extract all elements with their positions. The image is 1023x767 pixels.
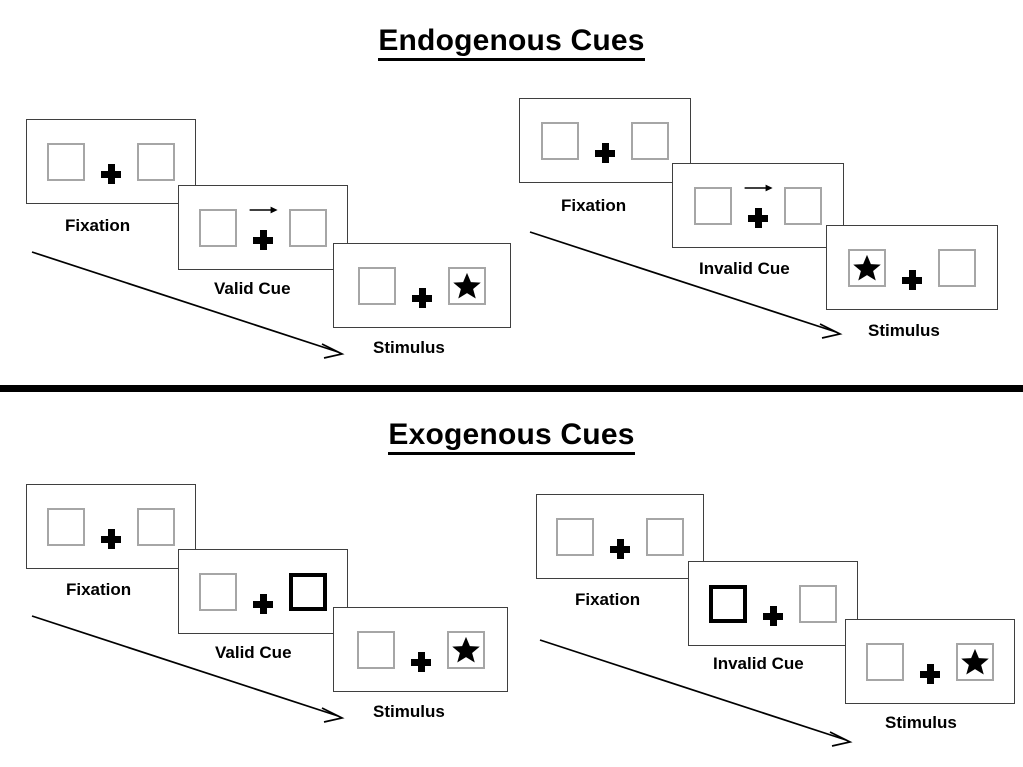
caption-endogenous-valid-stimulus: Stimulus	[373, 338, 445, 357]
caption-endogenous-invalid-cue: Invalid Cue	[699, 259, 790, 278]
left-box	[358, 266, 396, 305]
right-box	[448, 266, 486, 305]
star-icon	[453, 272, 481, 298]
right-arrow-icon	[249, 206, 278, 213]
plus-icon	[253, 593, 273, 614]
panel-exogenous-valid-stimulus	[333, 607, 508, 692]
star-icon	[853, 254, 881, 280]
left-box	[356, 630, 395, 669]
right-box	[446, 630, 485, 669]
cue-center	[249, 206, 278, 250]
left-box	[866, 642, 904, 681]
caption-exogenous-valid-cue: Valid Cue	[215, 643, 292, 662]
plus-icon	[101, 163, 121, 184]
fixation-center	[101, 505, 121, 549]
right-box	[137, 507, 175, 546]
caption-exogenous-invalid-stimulus: Stimulus	[885, 713, 957, 732]
plus-icon	[253, 229, 273, 250]
time-arrow-icon	[31, 615, 345, 723]
time-arrow-icon	[529, 231, 843, 339]
caption-endogenous-valid-fixation: Fixation	[65, 216, 131, 235]
plus-icon	[412, 287, 432, 308]
section-title-exogenous: Exogenous Cues	[0, 418, 1023, 455]
plus-icon	[595, 142, 615, 163]
fixation-center	[595, 119, 615, 163]
right-box-cued	[289, 572, 327, 611]
fixation-center	[412, 264, 432, 308]
right-box	[289, 208, 327, 247]
time-arrow-icon	[31, 251, 345, 359]
left-box	[694, 186, 732, 225]
plus-icon	[101, 528, 121, 549]
section-title-endogenous-text: Endogenous Cues	[378, 24, 645, 61]
plus-icon	[748, 207, 768, 228]
right-box	[784, 186, 822, 225]
left-box	[541, 121, 579, 160]
time-arrow-icon	[539, 639, 853, 747]
panel-endogenous-valid-cue	[178, 185, 348, 270]
left-box	[848, 248, 886, 287]
plus-icon	[902, 269, 922, 290]
panel-endogenous-invalid-fixation	[519, 98, 691, 183]
cue-center	[744, 184, 773, 228]
panel-endogenous-invalid-cue	[672, 163, 844, 248]
right-box	[631, 121, 669, 160]
caption-exogenous-invalid-cue: Invalid Cue	[713, 654, 804, 673]
section-title-exogenous-text: Exogenous Cues	[388, 418, 635, 455]
left-box-cued	[709, 584, 747, 623]
fixation-center	[253, 570, 273, 614]
panel-exogenous-invalid-stimulus	[845, 619, 1015, 704]
left-box	[199, 572, 237, 611]
panel-endogenous-valid-stimulus	[333, 243, 511, 328]
fixation-center	[902, 246, 922, 290]
plus-icon	[610, 538, 630, 559]
star-icon	[451, 636, 480, 662]
panel-endogenous-valid-fixation	[26, 119, 196, 204]
right-arrow-icon	[744, 184, 773, 191]
caption-exogenous-valid-fixation: Fixation	[66, 580, 132, 599]
plus-icon	[410, 651, 431, 672]
panel-exogenous-valid-fixation	[26, 484, 196, 569]
caption-endogenous-invalid-fixation: Fixation	[561, 196, 627, 215]
caption-exogenous-invalid-fixation: Fixation	[575, 590, 641, 609]
fixation-center	[610, 515, 630, 559]
fixation-center	[920, 640, 940, 684]
caption-endogenous-valid-cue: Valid Cue	[214, 279, 291, 298]
plus-icon	[920, 663, 940, 684]
fixation-center	[763, 582, 783, 626]
section-title-endogenous: Endogenous Cues	[0, 24, 1023, 61]
left-box	[47, 142, 85, 181]
section-divider	[0, 385, 1023, 392]
fixation-center	[101, 140, 121, 184]
fixation-center	[410, 628, 431, 672]
panel-exogenous-valid-cue	[178, 549, 348, 634]
right-box	[956, 642, 994, 681]
left-box	[47, 507, 85, 546]
plus-icon	[763, 605, 783, 626]
left-box	[199, 208, 237, 247]
panel-endogenous-invalid-stimulus	[826, 225, 998, 310]
right-box	[137, 142, 175, 181]
right-box	[799, 584, 837, 623]
star-icon	[961, 648, 989, 674]
right-box	[646, 517, 684, 556]
caption-endogenous-invalid-stimulus: Stimulus	[868, 321, 940, 340]
caption-exogenous-valid-stimulus: Stimulus	[373, 702, 445, 721]
left-box	[556, 517, 594, 556]
panel-exogenous-invalid-fixation	[536, 494, 704, 579]
right-box	[938, 248, 976, 287]
panel-exogenous-invalid-cue	[688, 561, 858, 646]
